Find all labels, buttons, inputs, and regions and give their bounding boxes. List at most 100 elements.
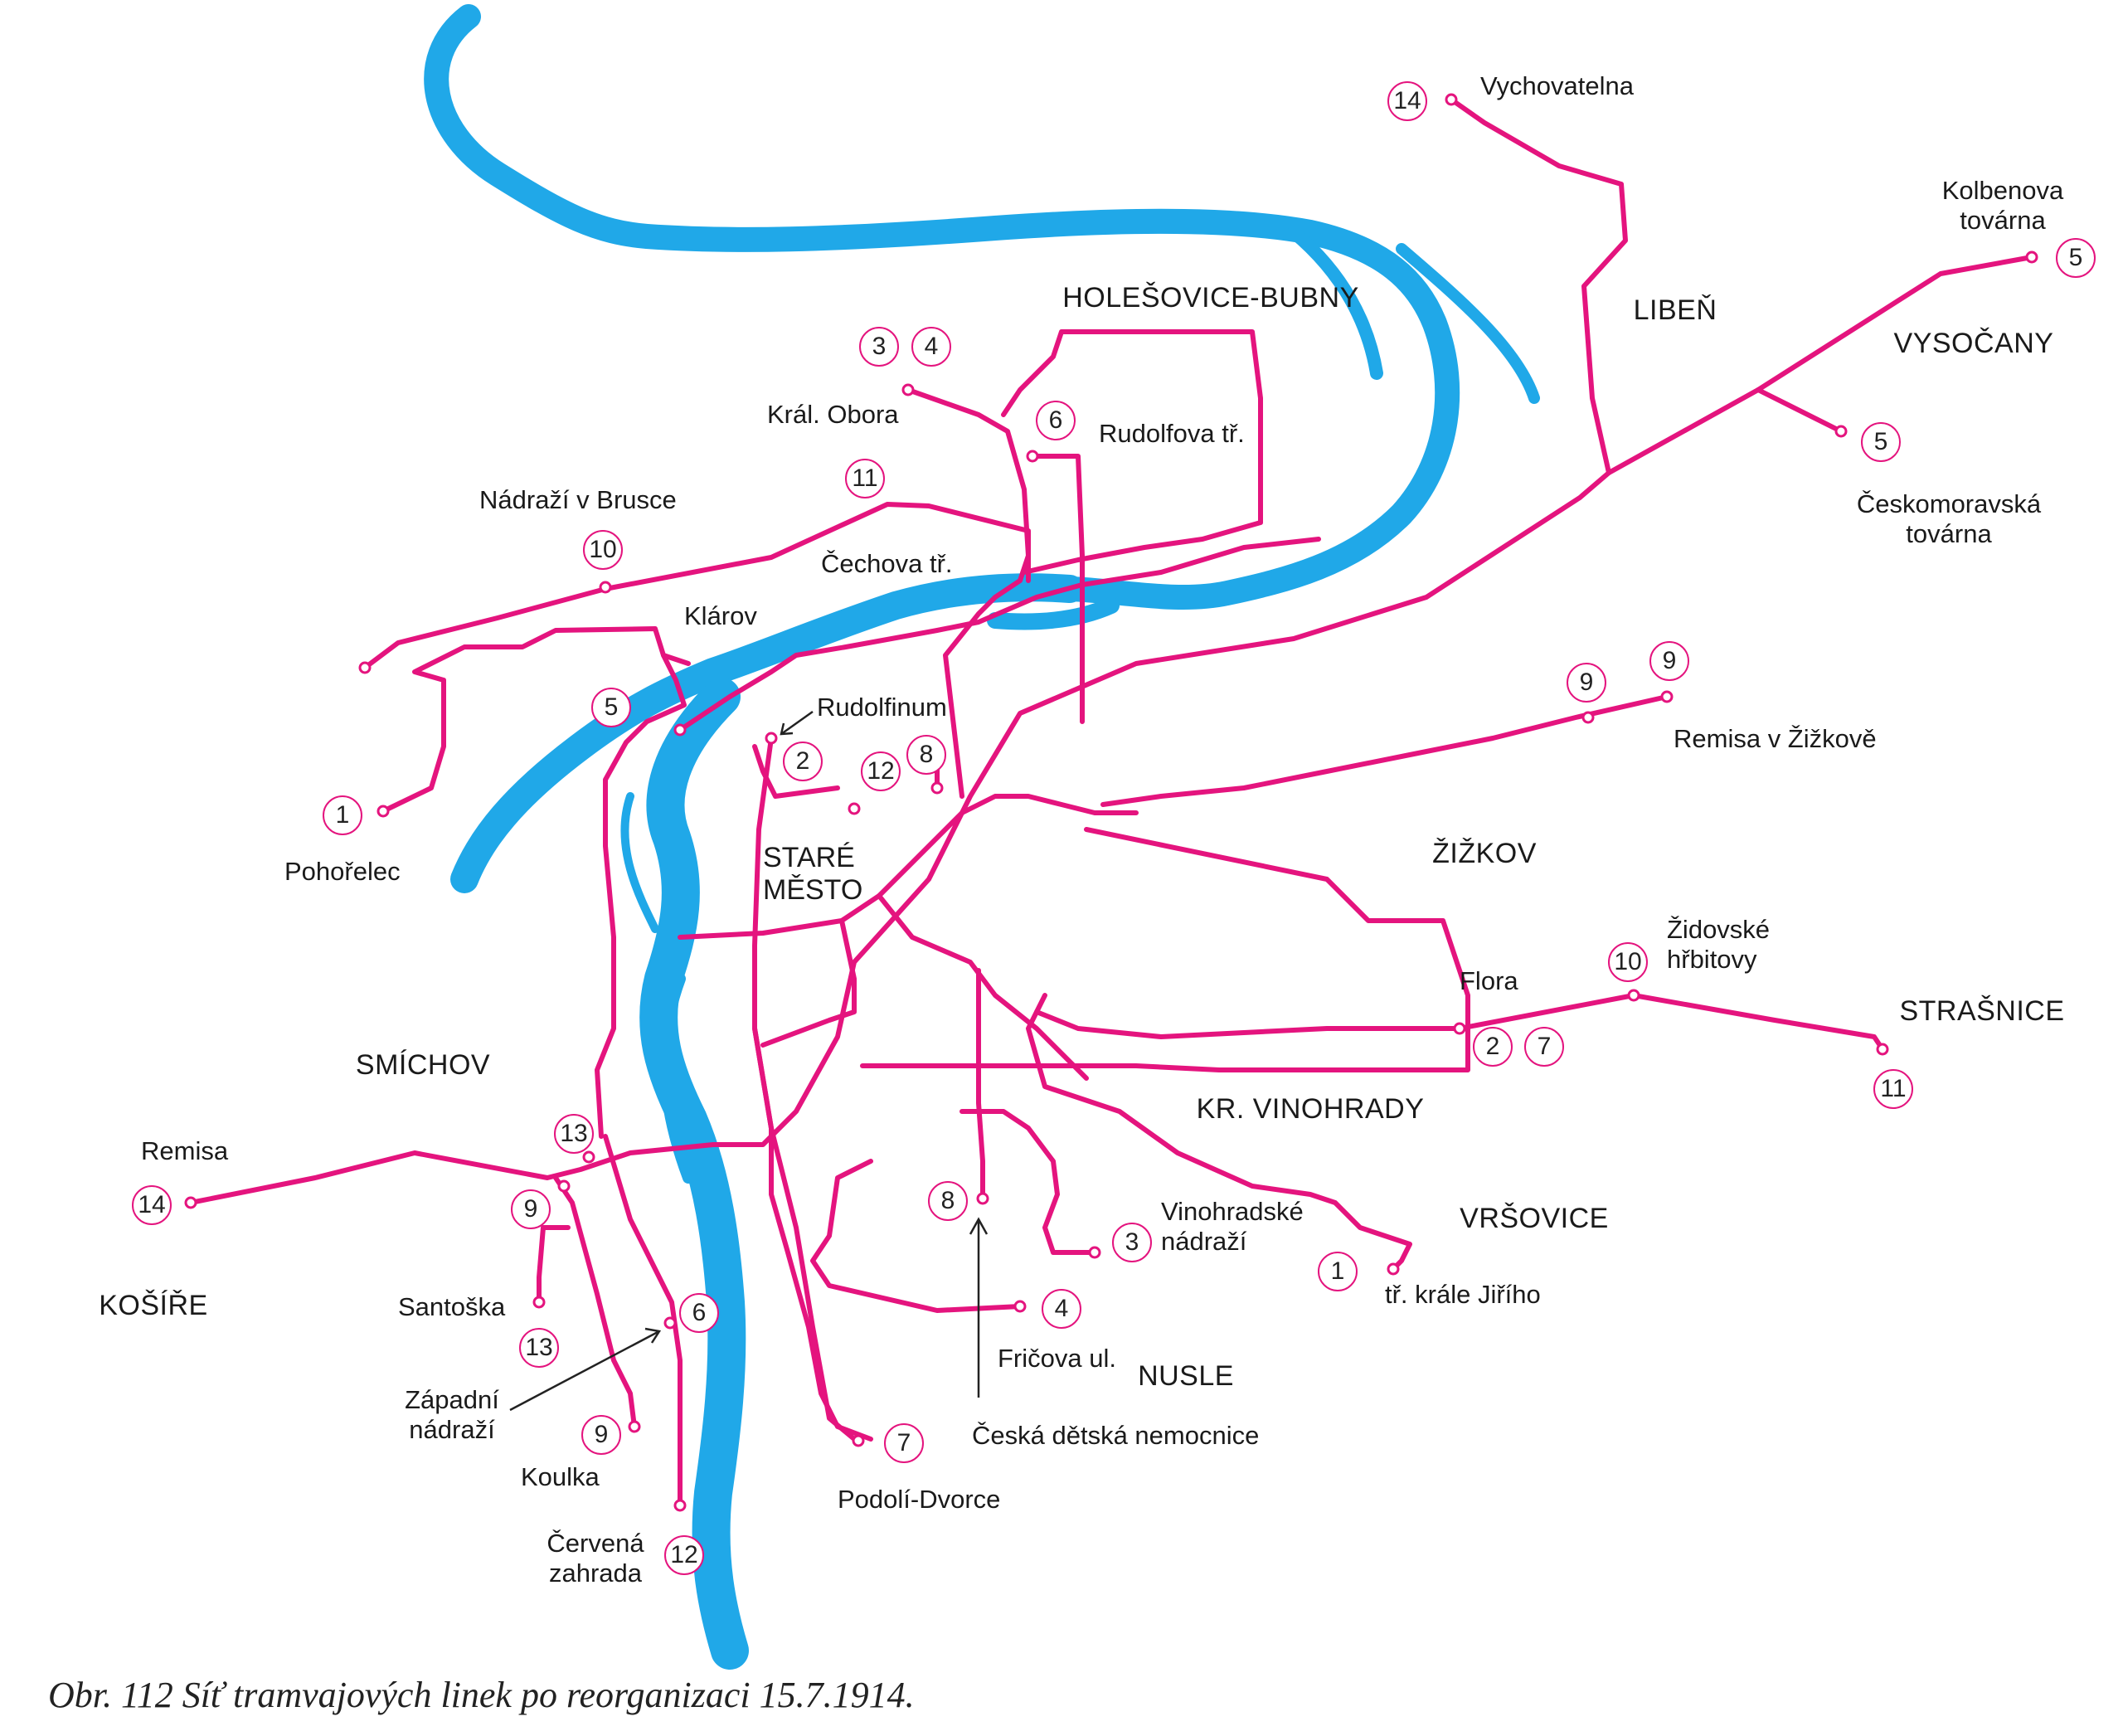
place-label: Rudolfova tř. [1099, 419, 1245, 448]
line-badge: 13 [554, 1114, 594, 1154]
place-label: Král. Obora [767, 400, 899, 429]
district-label: STARÉ MĚSTO [763, 842, 863, 907]
line-badge: 8 [928, 1181, 968, 1221]
place-label: Židovské hřbitovy [1667, 915, 1771, 974]
terminal-stop [901, 383, 915, 396]
line-badge: 11 [845, 459, 885, 498]
terminal-stop [1834, 425, 1848, 438]
terminal-stop [557, 1179, 571, 1193]
terminal-stop [377, 805, 390, 818]
line-badge: 6 [1036, 401, 1076, 440]
terminal-stop [582, 1150, 595, 1164]
place-label: Vychovatelna [1480, 71, 1634, 100]
place-label: Čechova tř. [821, 549, 953, 578]
line-badge: 7 [884, 1423, 924, 1463]
terminal-stop [1876, 1043, 1889, 1056]
district-label: VYSOČANY [1893, 328, 2054, 359]
arrow-rudolfinum [780, 710, 814, 736]
district-label: HOLEŠOVICE-BUBNY [1062, 282, 1359, 314]
tram-line-3-4 [906, 387, 1031, 799]
terminal-stop [1445, 93, 1458, 106]
line-badge: 2 [783, 742, 823, 781]
terminal-stop [663, 1316, 677, 1330]
terminal-stop [1026, 450, 1039, 463]
tram-line-5-ceskomoravska [1756, 387, 1844, 434]
terminal-stop [1387, 1262, 1400, 1276]
tram-line-7-podoli [752, 1026, 857, 1442]
line-badge: 4 [1042, 1289, 1081, 1329]
place-label: Nádraží v Brusce [479, 485, 677, 514]
tram-stare-mesto-2 [678, 794, 1139, 940]
district-label: VRŠOVICE [1460, 1203, 1609, 1234]
tram-smichov-south [603, 1134, 683, 1508]
line-badge: 1 [1318, 1252, 1358, 1291]
tram-line-9-zizkov [1100, 694, 1669, 807]
terminal-stop [930, 781, 944, 795]
line-badge: 9 [1567, 663, 1606, 703]
terminal-stop [1453, 1022, 1466, 1035]
tram-line-5-klarov [678, 537, 1321, 732]
line-badge: 3 [1112, 1223, 1152, 1262]
place-label: Vinohradské nádraží [1161, 1197, 1304, 1256]
terminal-stop [976, 1192, 989, 1205]
place-label: Pohořelec [284, 857, 401, 886]
figure-caption: Obr. 112 Síť tramvajových linek po reorg… [48, 1675, 915, 1715]
line-badge: 9 [511, 1189, 551, 1229]
tram-line-5-kolben [1606, 255, 2034, 475]
river-vltava-island [987, 597, 1120, 630]
line-badge: 5 [2056, 238, 2096, 278]
place-label: Klárov [684, 601, 757, 630]
terminal-stop [673, 723, 687, 737]
river-vltava-south [639, 678, 749, 1670]
place-label: Českomoravská továrna [1856, 489, 2042, 548]
tram-klarov [595, 653, 687, 1139]
district-label: ŽIŽKOV [1432, 838, 1537, 869]
tram-stare-mesto-3 [760, 918, 857, 1048]
tram-line-11-10 [362, 502, 1031, 670]
arrow-head [969, 1217, 989, 1235]
river-vltava-kampa-arm [620, 792, 659, 933]
place-label: tř. krále Jiřího [1385, 1280, 1541, 1309]
place-label: Podolí-Dvorce [838, 1485, 1001, 1514]
terminal-stop [765, 732, 778, 745]
line-badge: 12 [664, 1535, 704, 1575]
line-badge: 9 [581, 1415, 621, 1455]
place-label: Remisa v Žižkově [1674, 724, 1877, 753]
place-label: Koulka [521, 1462, 600, 1491]
tram-line-3-vinohradske [959, 1109, 1097, 1255]
line-badge: 1 [323, 795, 362, 835]
place-label: Santoška [398, 1292, 506, 1321]
tram-line-1-pohorelec [381, 626, 691, 814]
tram-line-14 [188, 97, 1628, 1205]
place-label: Česká dětská nemocnice [972, 1421, 1260, 1450]
line-badge: 3 [859, 327, 899, 367]
tram-stare-mesto-4 [877, 893, 1089, 1081]
line-badge: 7 [1524, 1027, 1564, 1067]
terminal-stop [1013, 1300, 1027, 1313]
terminal-stop [628, 1420, 641, 1433]
line-badge: 14 [132, 1185, 172, 1225]
arrow-zapadni-nadrazi [509, 1330, 660, 1412]
district-label: LIBEŇ [1633, 294, 1717, 326]
river-vltava-holesovice [450, 573, 1084, 893]
district-label: KOŠÍŘE [99, 1290, 208, 1321]
line-badge: 5 [591, 688, 631, 727]
line-badge: 13 [519, 1328, 559, 1368]
river-vltava-north-branch [1287, 226, 1383, 380]
arrow-head [780, 722, 794, 736]
tram-line-2-12 [752, 744, 840, 799]
tram-line-8 [976, 968, 985, 1201]
river-vltava-east-arm [1396, 243, 1540, 404]
terminal-stop [184, 1196, 197, 1209]
district-label: NUSLE [1138, 1360, 1234, 1392]
line-badge: 12 [861, 751, 901, 791]
line-badge: 14 [1387, 81, 1427, 121]
line-badge: 10 [1608, 942, 1648, 982]
terminal-stop [532, 1296, 546, 1309]
line-badge: 9 [1649, 641, 1689, 681]
line-badge: 11 [1873, 1069, 1913, 1109]
district-label: STRAŠNICE [1899, 995, 2065, 1027]
terminal-stop [1088, 1246, 1101, 1259]
place-label: Fričova ul. [998, 1344, 1116, 1373]
